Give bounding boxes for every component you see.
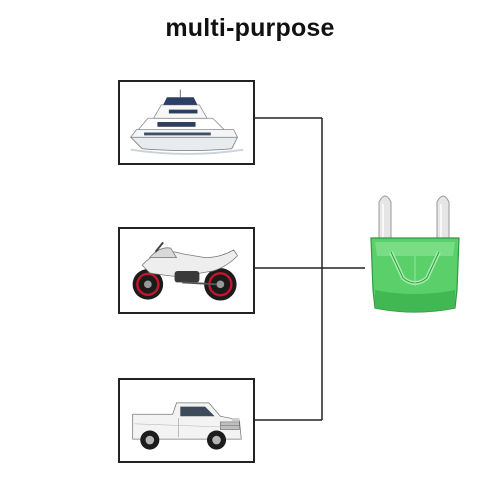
page-title: multi-purpose	[165, 14, 335, 42]
truck-icon	[121, 380, 252, 461]
motorcycle-icon	[121, 229, 252, 312]
boat-image-frame	[118, 80, 255, 165]
motorcycle-image-frame	[118, 227, 255, 314]
truck-image-frame	[118, 378, 255, 463]
yacht-icon	[121, 82, 252, 163]
mini-blade-fuse-icon	[370, 195, 460, 313]
